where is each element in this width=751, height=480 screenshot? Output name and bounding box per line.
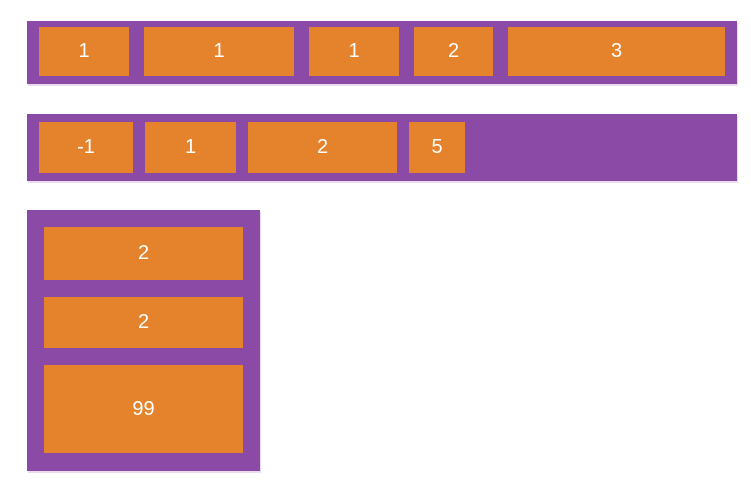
flex-item: 5 <box>409 122 465 173</box>
flex-item: 99 <box>44 365 243 453</box>
flex-item: 1 <box>309 27 399 76</box>
flex-container-top-row: 1 1 1 2 3 <box>27 21 737 84</box>
flex-item: 2 <box>44 227 243 280</box>
flex-item: 2 <box>248 122 397 173</box>
flex-item: 1 <box>144 27 294 76</box>
flex-item: 2 <box>44 297 243 348</box>
flex-item: 1 <box>145 122 236 173</box>
flex-container-bottom-column: 2 2 99 <box>27 210 260 471</box>
flex-item: 3 <box>508 27 725 76</box>
flex-item: 2 <box>414 27 493 76</box>
flex-item: 1 <box>39 27 129 76</box>
flex-container-middle-row: -1 1 2 5 <box>27 114 737 181</box>
flex-item: -1 <box>39 122 133 173</box>
